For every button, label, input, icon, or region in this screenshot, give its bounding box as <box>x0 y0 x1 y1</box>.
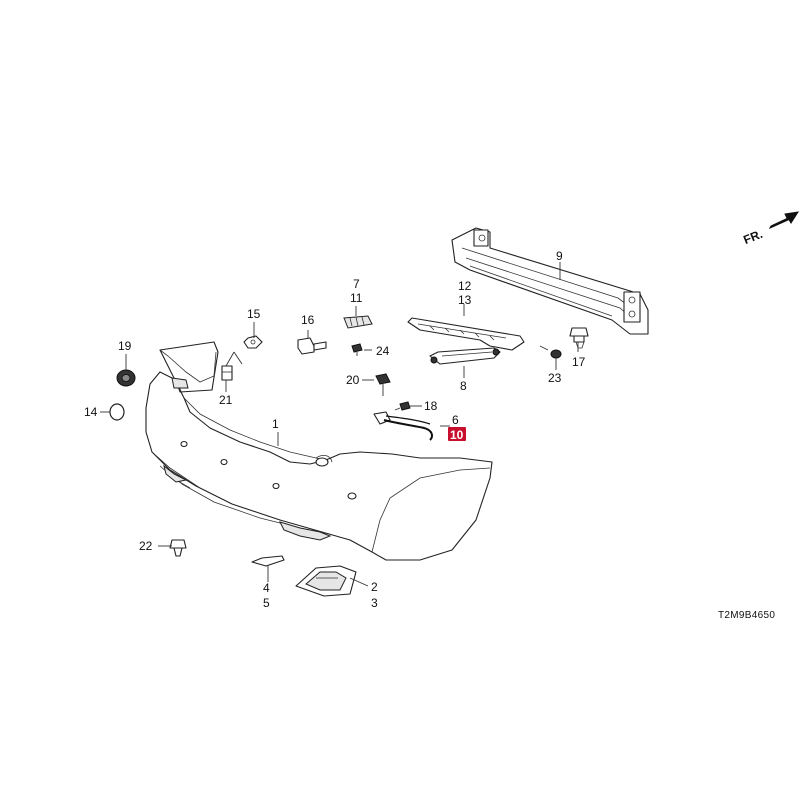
part-6-10-harness <box>373 411 433 441</box>
callout-14: 14 <box>84 405 98 419</box>
part-22-clip <box>169 539 187 557</box>
front-arrow-icon <box>768 211 800 230</box>
callout-22: 22 <box>139 539 153 553</box>
part-19-grommet <box>116 369 136 387</box>
part-4-5-reflector <box>251 555 285 567</box>
callout-21: 21 <box>219 393 233 407</box>
part-12-13-bracket <box>407 317 525 351</box>
part-8-side-bracket <box>429 347 501 365</box>
callout-13: 13 <box>458 293 472 307</box>
part-20-bolt <box>375 373 391 396</box>
part-21-fastener <box>221 365 233 381</box>
callout-12: 12 <box>458 279 472 293</box>
part-24-screw <box>351 343 363 356</box>
callout-9: 9 <box>556 249 563 263</box>
callout-1: 1 <box>272 417 279 431</box>
leader-lines <box>100 262 579 587</box>
callout-8: 8 <box>460 379 467 393</box>
callout-20: 20 <box>346 373 360 387</box>
callout-2: 2 <box>371 580 378 594</box>
direction-label: FR. <box>741 227 764 247</box>
part-2-3-exhaust-garnish <box>295 565 357 597</box>
part-18-screw <box>394 401 411 411</box>
callout-4: 4 <box>263 581 270 595</box>
callout-19: 19 <box>118 339 132 353</box>
callout-16: 16 <box>301 313 315 327</box>
part-17-clip <box>569 327 589 349</box>
callout-7: 7 <box>353 277 360 291</box>
part-15-bolt <box>243 335 263 349</box>
callout-5: 5 <box>263 596 270 610</box>
callout-6: 6 <box>452 413 459 427</box>
diagram-code: T2M9B4650 <box>718 610 775 621</box>
callout-24: 24 <box>376 344 390 358</box>
callout-11: 11 <box>350 291 363 305</box>
callout-23: 23 <box>548 371 562 385</box>
callout-17: 17 <box>572 355 586 369</box>
callout-3: 3 <box>371 596 378 610</box>
callout-15: 15 <box>247 307 261 321</box>
callout-10-highlight <box>448 427 466 441</box>
part-23-screw <box>539 345 562 359</box>
part-1-rear-bumper <box>145 341 493 561</box>
part-14-o-ring <box>109 403 125 421</box>
part-16-bolt <box>297 337 327 355</box>
callout-10: 10 <box>450 428 464 442</box>
front-direction-indicator: FR. <box>741 211 800 247</box>
part-9-reinforcement-beam <box>451 227 649 335</box>
part-7-11-spacer <box>343 315 373 329</box>
callout-18: 18 <box>424 399 438 413</box>
callout-labels: 9 17 12 13 23 8 7 11 16 24 15 21 19 14 2… <box>84 249 586 610</box>
